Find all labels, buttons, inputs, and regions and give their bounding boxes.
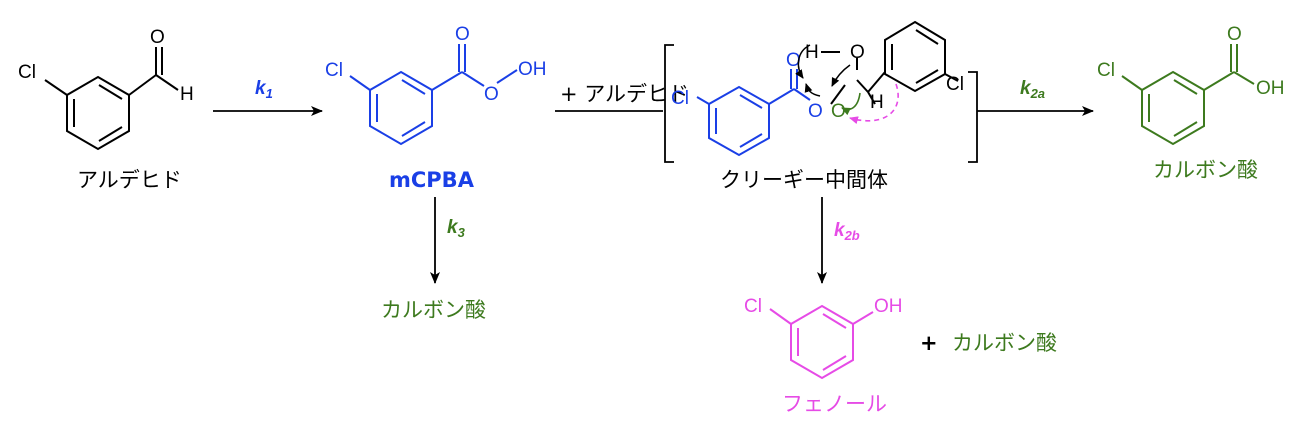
criegee-ester-o-atom: O	[808, 101, 823, 122]
criegee-peroxide-o-atom: O	[831, 101, 846, 122]
mcpba-carbonyl-o-atom: O	[455, 24, 470, 45]
mcpba-molecule	[349, 44, 518, 146]
electron-arrow-green	[841, 92, 861, 116]
rate-k3-sub: 3	[458, 225, 466, 240]
aldehyde-cl-atom: Cl	[18, 62, 36, 83]
rate-k2b-base: k	[834, 220, 846, 241]
rate-k2a-sub: 2a	[1030, 86, 1045, 101]
rate-k2b-label: k2b	[834, 220, 860, 243]
mcpba-oh-atom: OH	[518, 59, 547, 80]
phenol-label: フェノール	[782, 392, 887, 416]
criegee-cl-blue-atom: Cl	[671, 88, 689, 109]
aldehyde-label: アルデヒド	[77, 168, 182, 192]
rate-k1-sub: 1	[266, 86, 273, 101]
rate-k2a-label: k2a	[1020, 78, 1045, 101]
rate-k3-label: k3	[447, 217, 466, 240]
carboxylic-acid-label-k3: カルボン酸	[381, 298, 486, 322]
plus-sign: +	[920, 331, 938, 355]
criegee-cl-black-atom: Cl	[946, 74, 964, 95]
mcpba-label: mCPBA	[389, 168, 475, 192]
rate-k3-base: k	[447, 217, 459, 238]
aldehyde-molecule	[44, 47, 179, 151]
carboxylic-acid-molecule	[1121, 44, 1255, 146]
aldehyde-h-atom: H	[180, 84, 194, 105]
carboxylic-acid-label-k2a: カルボン酸	[1153, 158, 1258, 182]
aldehyde-o-atom: O	[150, 27, 165, 48]
phenol-molecule	[769, 304, 874, 380]
criegee-aryl-fragment	[821, 20, 959, 105]
criegee-label: クリーギー中間体	[720, 168, 888, 192]
electron-arrow-magenta-dashed	[849, 83, 899, 125]
electron-arrow-h-to-o	[795, 44, 811, 79]
criegee-benzoyl-fragment	[696, 69, 811, 157]
phenol-cl-atom: Cl	[744, 296, 762, 317]
criegee-hydroxyl-o-atom: O	[850, 42, 865, 63]
rate-k2a-base: k	[1020, 78, 1032, 99]
acid-oh-atom: OH	[1256, 78, 1285, 99]
criegee-right-bracket	[968, 71, 978, 163]
criegee-methine-h-atom: H	[870, 92, 884, 113]
plus-aldehyde-label: + アルデヒド	[560, 82, 689, 106]
rate-k1-base: k	[255, 78, 267, 99]
acid-cl-atom: Cl	[1097, 60, 1115, 81]
mcpba-ester-o-atom: O	[484, 84, 499, 105]
mcpba-cl-atom: Cl	[325, 60, 343, 81]
carboxylic-acid-label-k2b: カルボン酸	[952, 331, 1057, 355]
rate-k2b-sub: 2b	[844, 228, 860, 243]
electron-arrow-o-to-c	[831, 64, 851, 87]
electron-arrow-bond-shift	[804, 83, 821, 97]
rate-k1-label: k1	[255, 78, 273, 101]
acid-o-atom: O	[1227, 24, 1242, 45]
phenol-oh-atom: OH	[874, 296, 903, 317]
criegee-left-bracket	[664, 44, 674, 163]
criegee-hydroxyl-h-atom: H	[805, 42, 819, 63]
criegee-carbonyl-o-atom: O	[786, 50, 801, 71]
